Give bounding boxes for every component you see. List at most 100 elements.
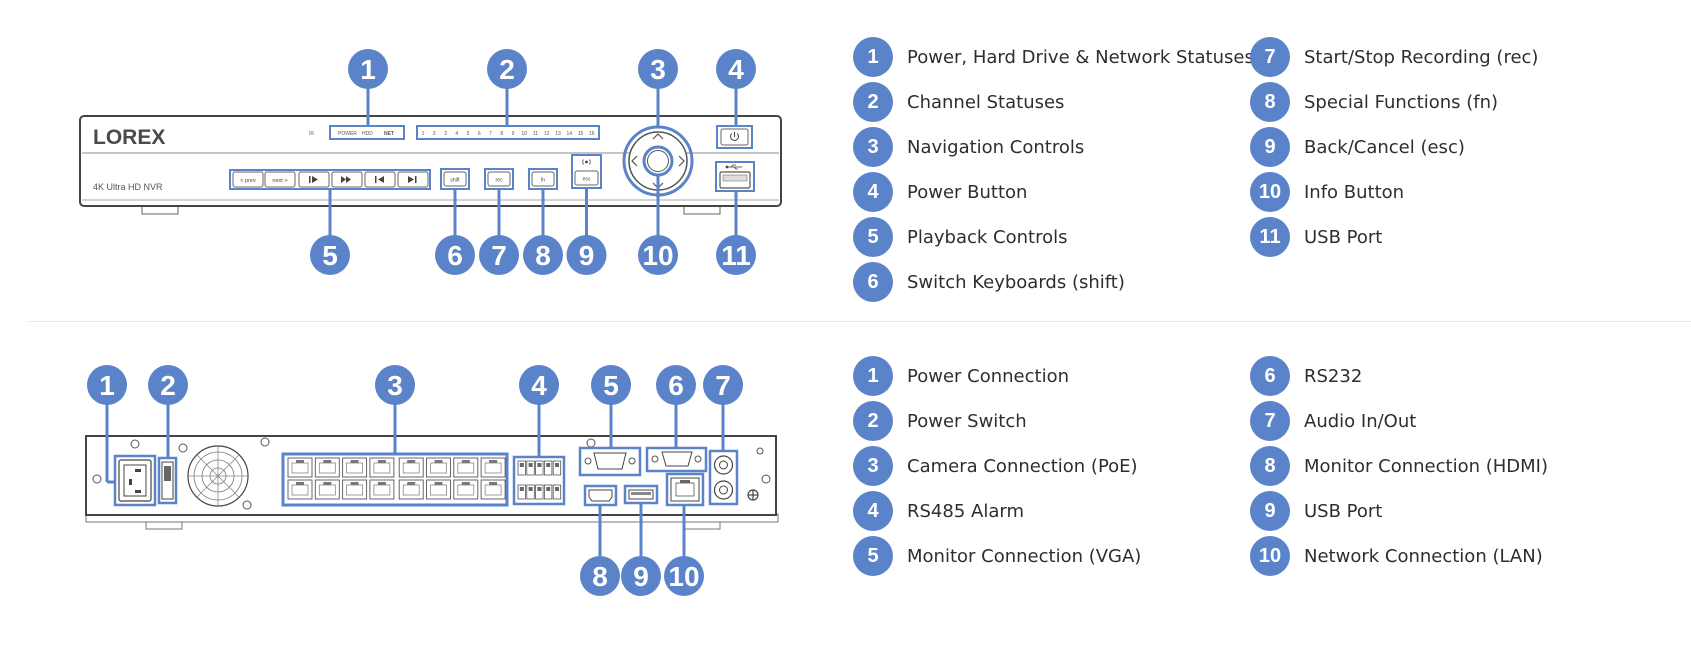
legend-label: Monitor Connection (VGA) [907, 545, 1142, 567]
back-callout-7: 7 [703, 365, 743, 405]
rs232-port[interactable] [651, 451, 702, 467]
poe-port[interactable] [453, 479, 479, 500]
front-callout-number: 7 [491, 240, 507, 271]
shift-button-label: shift [450, 178, 460, 184]
legend-label: Audio In/Out [1304, 410, 1417, 432]
rs485-terminal[interactable] [552, 460, 562, 476]
rs485-terminal[interactable] [544, 484, 553, 500]
legend-number-badge: 11 [1250, 217, 1290, 257]
legend-label: Power Button [907, 181, 1028, 203]
vga-port[interactable] [584, 452, 636, 470]
next-button-label: next > [272, 178, 287, 184]
legend-label: Start/Stop Recording (rec) [1304, 46, 1539, 68]
channel-led-3: 3 [444, 131, 447, 137]
poe-port[interactable] [287, 457, 313, 478]
front-legend-item-7: 7 Start/Stop Recording (rec) [1250, 37, 1538, 77]
legend-label: RS485 Alarm [907, 500, 1024, 522]
back-callout-number: 4 [531, 370, 547, 401]
poe-port[interactable] [453, 457, 479, 478]
front-foot-left [141, 205, 179, 215]
legend-number-badge: 4 [853, 491, 893, 531]
rs485-terminal[interactable] [535, 484, 544, 500]
front-callout-number: 4 [728, 54, 744, 85]
back-callout-8: 8 [580, 556, 620, 596]
legend-label: Back/Cancel (esc) [1304, 136, 1465, 158]
rs485-terminal[interactable] [517, 460, 526, 476]
prev-button[interactable] [232, 171, 264, 188]
poe-port[interactable] [342, 479, 368, 500]
front-callout-11: 11 [716, 235, 756, 275]
rs485-terminal[interactable] [544, 460, 553, 476]
back-callout-number: 10 [668, 561, 699, 592]
esc-button-label: esc [583, 177, 591, 183]
channel-led-14: 14 [566, 131, 572, 137]
front-callout-number: 8 [535, 240, 551, 271]
front-callout-number: 3 [650, 54, 666, 85]
poe-port[interactable] [287, 479, 313, 500]
status-led-hdd: HDD [362, 131, 373, 137]
esc-button[interactable] [574, 170, 599, 186]
back-foot-left [145, 521, 183, 530]
back-callout-number: 9 [633, 561, 649, 592]
fn-button[interactable] [531, 171, 555, 187]
shift-button[interactable] [443, 171, 467, 187]
back-callout-3: 3 [375, 365, 415, 405]
back-callout-1: 1 [87, 365, 127, 405]
back-foot-right [683, 521, 721, 530]
legend-number-badge: 6 [1250, 356, 1290, 396]
legend-number-badge: 10 [1250, 536, 1290, 576]
legend-label: Network Connection (LAN) [1304, 545, 1543, 567]
front-callout-10: 10 [638, 235, 678, 275]
front-callout-number: 10 [642, 240, 673, 271]
front-callout-lines [328, 87, 738, 237]
skip-back-icon [375, 176, 384, 183]
rs485-terminal[interactable] [517, 484, 526, 500]
poe-port[interactable] [398, 479, 424, 500]
front-callout-5: 5 [310, 235, 350, 275]
poe-port[interactable] [369, 457, 395, 478]
rs485-terminal[interactable] [526, 460, 535, 476]
legend-number-badge: 2 [853, 401, 893, 441]
channel-led-13: 13 [555, 131, 561, 137]
poe-port[interactable] [314, 457, 340, 478]
power-icon [730, 132, 739, 141]
rec-button[interactable] [487, 171, 511, 187]
rs485-terminal[interactable] [526, 484, 535, 500]
hdmi-port[interactable] [588, 489, 613, 502]
back-callout-2: 2 [148, 365, 188, 405]
poe-port[interactable] [342, 457, 368, 478]
poe-port[interactable] [480, 457, 506, 478]
back-callout-number: 7 [715, 370, 731, 401]
channel-led-1: 1 [422, 131, 425, 137]
legend-number-badge: 7 [1250, 37, 1290, 77]
audio-jacks[interactable] [713, 455, 734, 500]
rs485-terminal[interactable] [535, 460, 544, 476]
legend-number-badge: 8 [1250, 82, 1290, 122]
poe-port[interactable] [369, 479, 395, 500]
legend-label: Navigation Controls [907, 136, 1085, 158]
channel-led-11: 11 [533, 131, 538, 137]
poe-port[interactable] [398, 457, 424, 478]
legend-label: Channel Statuses [907, 91, 1065, 113]
poe-port[interactable] [426, 479, 451, 500]
poe-port[interactable] [426, 457, 451, 478]
channel-led-8: 8 [500, 131, 503, 137]
info-button[interactable] [642, 145, 674, 177]
lan-port[interactable] [670, 477, 700, 502]
legend-number-badge: 6 [853, 262, 893, 302]
legend-number-badge: 9 [1250, 491, 1290, 531]
poe-port[interactable] [480, 479, 506, 500]
poe-port[interactable] [314, 479, 340, 500]
rs485-terminal[interactable] [552, 484, 562, 500]
next-button[interactable] [264, 171, 296, 188]
legend-label: Power, Hard Drive & Network Statuses [907, 46, 1254, 68]
